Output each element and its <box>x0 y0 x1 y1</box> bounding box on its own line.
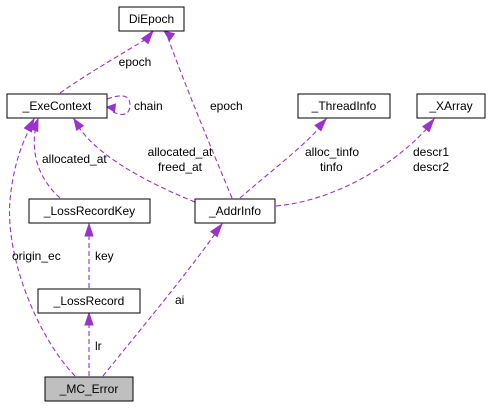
edge-line <box>8 125 76 377</box>
node-threadinfo[interactable]: _ThreadInfo <box>297 93 391 119</box>
edge-mcerror-addrinfo: ai <box>102 222 224 377</box>
node-label: _XArray <box>428 99 472 113</box>
node-label: _AddrInfo <box>208 204 261 218</box>
edge-line <box>102 230 218 377</box>
arrowhead <box>141 29 155 45</box>
node-addrinfo[interactable]: _AddrInfo <box>194 198 276 224</box>
edge-execontext-diepoch: epoch <box>59 29 155 94</box>
edge-line <box>106 95 131 115</box>
edge-line <box>239 125 322 199</box>
arrowhead <box>73 117 85 132</box>
node-box[interactable] <box>6 93 108 119</box>
edge-label: chain <box>134 99 163 113</box>
edge-mcerror-execontext: origin_ec <box>8 117 76 377</box>
edge-label: origin_ec <box>12 249 61 263</box>
edge-label: epoch <box>210 99 243 113</box>
edge-line <box>59 37 149 94</box>
edge-label: alloc_tinfo <box>305 145 359 159</box>
edge-addrinfo-diepoch: epoch <box>162 30 243 199</box>
node-label: DiEpoch <box>129 12 174 26</box>
edge-mcerror-lossrecord: lr <box>84 311 102 376</box>
edge-execontext-self: chain <box>105 95 163 115</box>
edge-line <box>275 124 431 207</box>
node-box[interactable] <box>416 93 486 119</box>
node-box[interactable] <box>44 376 134 402</box>
edge-lossrecord-lossrecordkey: key <box>84 222 114 288</box>
arrowhead <box>422 117 436 133</box>
node-xarray[interactable]: _XArray <box>416 93 486 119</box>
edge-label: lr <box>95 339 102 353</box>
arrowhead <box>162 30 176 42</box>
edge-label: allocated_at <box>148 145 213 159</box>
node-label: _ThreadInfo <box>311 99 377 113</box>
edge-lossrecordkey-execontext: allocated_at <box>29 117 107 199</box>
node-lossrecordkey[interactable]: _LossRecordKey <box>28 198 151 224</box>
node-label: _LossRecordKey <box>43 204 135 218</box>
node-lossrecord[interactable]: _LossRecord <box>37 288 141 314</box>
node-label: _ExeContext <box>22 99 92 113</box>
node-box[interactable] <box>194 198 276 224</box>
node-diepoch[interactable]: DiEpoch <box>118 6 185 32</box>
arrowhead <box>84 311 94 326</box>
node-label: _LossRecord <box>53 294 125 308</box>
arrowhead <box>314 117 328 132</box>
edge-label: tinfo <box>320 160 343 174</box>
node-label: _MC_Error <box>59 382 119 396</box>
arrowhead <box>23 117 35 133</box>
edge-label: descr2 <box>413 160 449 174</box>
node-mcerror[interactable]: _MC_Error <box>44 376 134 402</box>
node-box[interactable] <box>118 6 185 32</box>
edge-label: epoch <box>119 55 152 69</box>
edge-label: key <box>95 249 114 263</box>
node-execontext[interactable]: _ExeContext <box>6 93 108 119</box>
node-box[interactable] <box>37 288 141 314</box>
arrowhead <box>84 222 94 237</box>
edge-label: descr1 <box>413 145 449 159</box>
arrowhead <box>210 222 224 238</box>
edge-line <box>167 37 233 199</box>
edge-label: allocated_at <box>42 152 107 166</box>
edge-label: freed_at <box>158 160 203 174</box>
arrowhead <box>105 103 117 113</box>
node-box[interactable] <box>28 198 151 224</box>
edge-label: ai <box>175 293 184 307</box>
node-box[interactable] <box>297 93 391 119</box>
